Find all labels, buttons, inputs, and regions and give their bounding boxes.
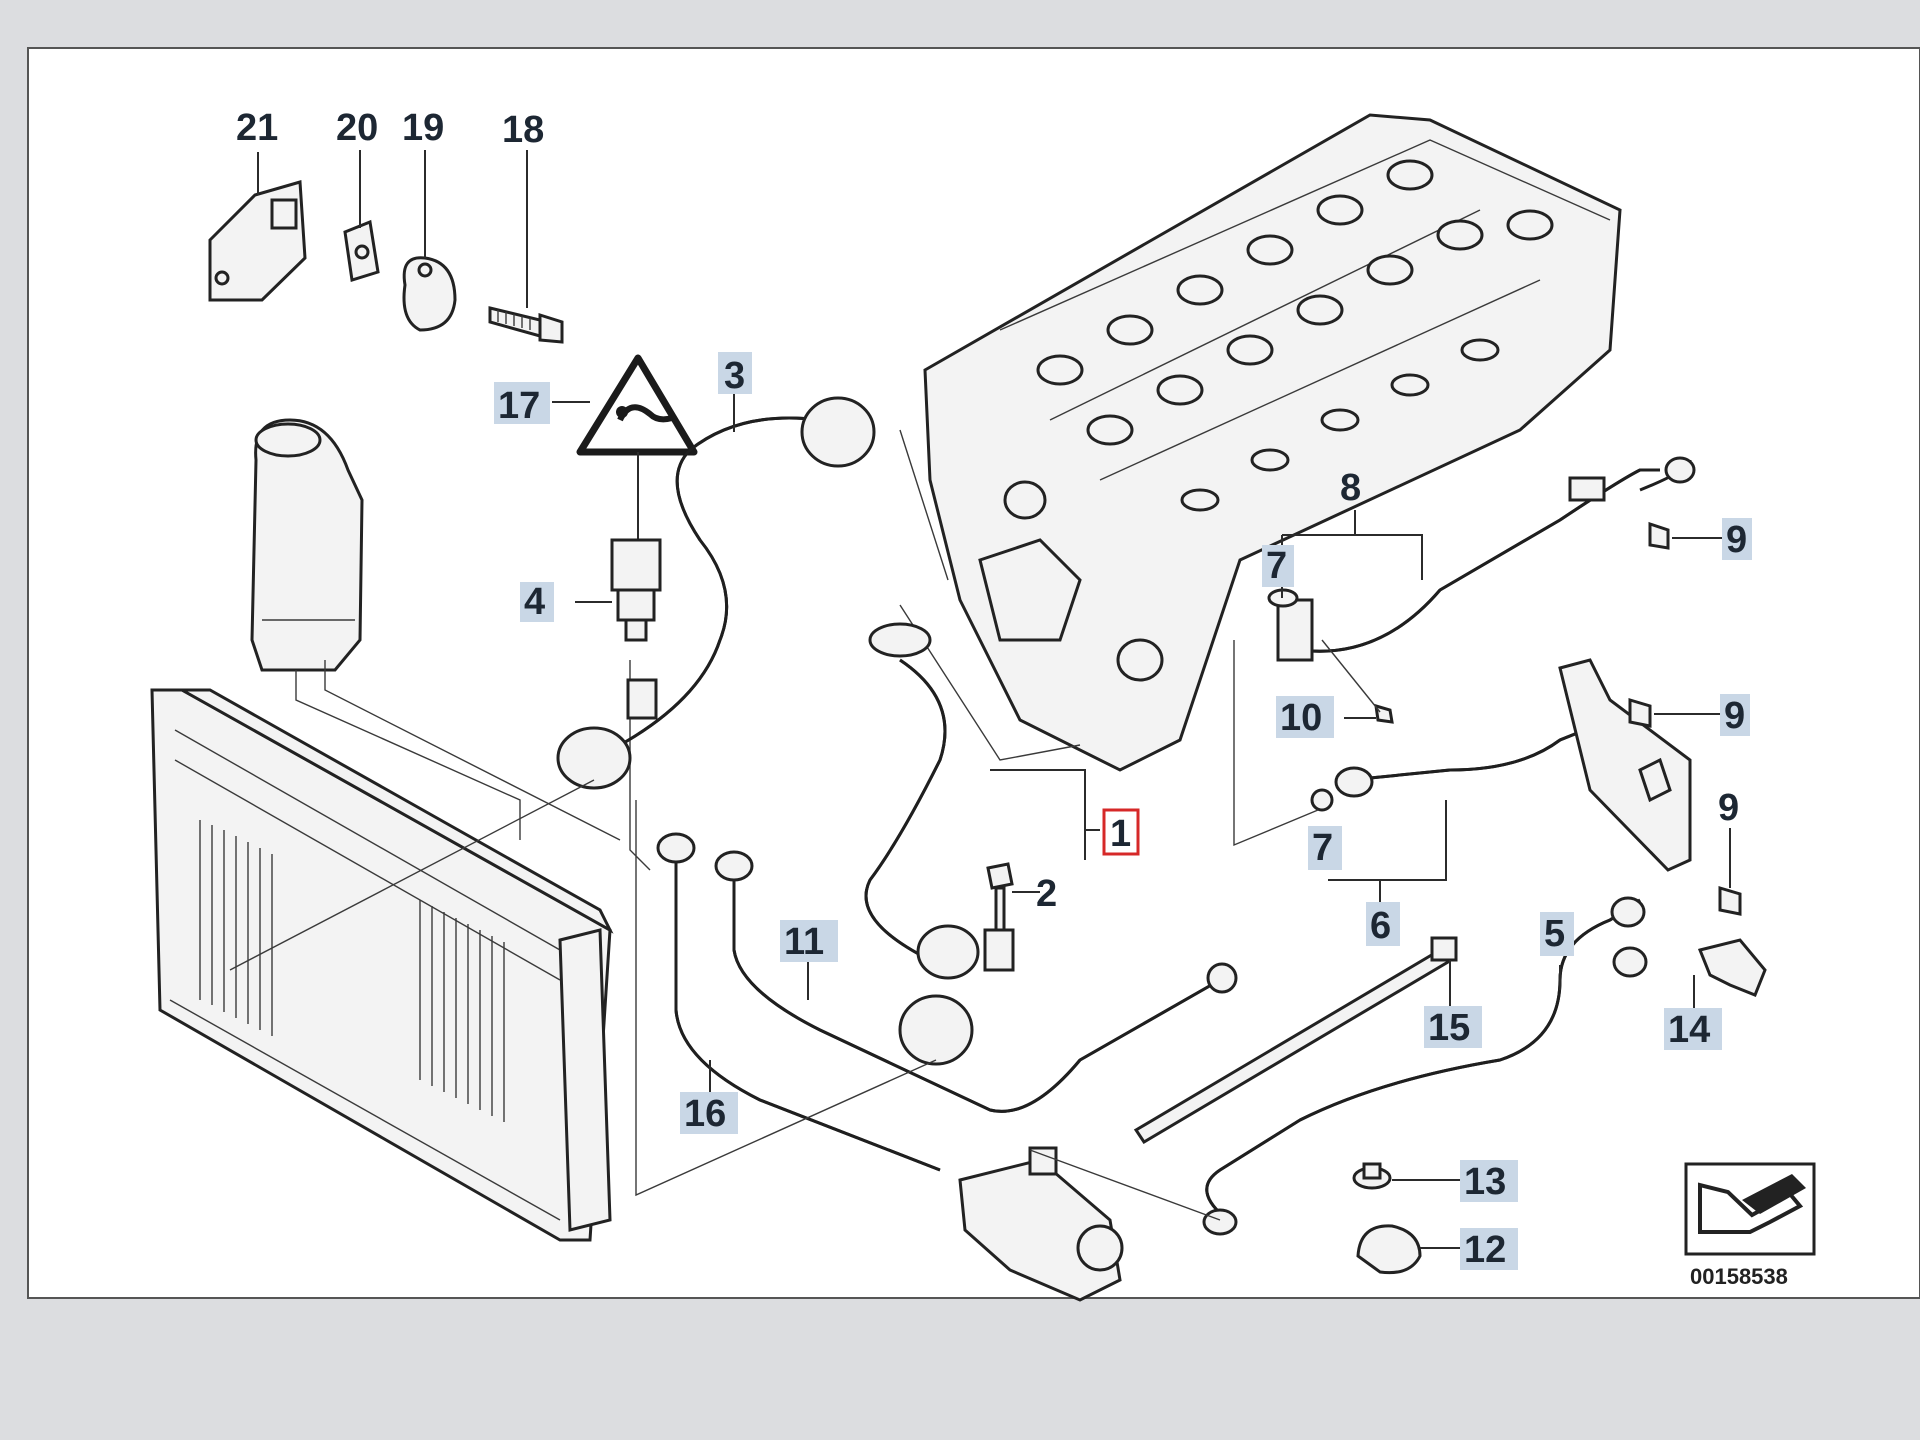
svg-text:10: 10 [1280, 697, 1322, 739]
svg-text:12: 12 [1464, 1229, 1506, 1271]
bracket-17[interactable] [208, 180, 307, 302]
svg-text:13: 13 [1464, 1161, 1506, 1203]
callout-11[interactable]: 11 [780, 920, 838, 963]
svg-text:21: 21 [236, 107, 278, 149]
hose-16[interactable] [656, 832, 941, 1172]
camshaft-bores [1036, 159, 1554, 446]
bracket-mount-right[interactable] [1558, 658, 1692, 872]
catalog-number: 00158538 [1690, 1264, 1788, 1289]
callout-9-lower[interactable]: 9 [1718, 787, 1739, 829]
bolt-9a[interactable] [1648, 521, 1670, 550]
clip-10[interactable] [1374, 703, 1394, 724]
svg-text:20: 20 [336, 107, 378, 149]
svg-text:7: 7 [1312, 827, 1333, 869]
hose-3[interactable] [556, 396, 876, 790]
svg-text:5: 5 [1544, 913, 1565, 955]
callout-6[interactable]: 6 [1366, 902, 1400, 947]
hose-5[interactable] [1202, 896, 1648, 1236]
hose-6[interactable] [1310, 714, 1621, 812]
callout-20[interactable]: 18 [502, 109, 544, 151]
callout-1[interactable]: 1 [1102, 808, 1140, 856]
callout-2[interactable]: 2 [1036, 873, 1057, 915]
svg-text:3: 3 [724, 355, 745, 397]
callout-18[interactable]: 20 [336, 107, 378, 149]
hose-11[interactable] [714, 850, 1238, 1113]
svg-text:1: 1 [1110, 813, 1131, 855]
svg-text:11: 11 [784, 921, 824, 963]
expansion-tank[interactable] [250, 418, 364, 672]
bolt-9c[interactable] [1718, 885, 1742, 916]
water-pump[interactable] [958, 1146, 1124, 1302]
svg-text:9: 9 [1724, 695, 1745, 737]
svg-text:9: 9 [1718, 787, 1739, 829]
callout-3[interactable]: 3 [718, 352, 752, 397]
clip-14[interactable] [1697, 938, 1767, 997]
catalog-arrow-box [1684, 1162, 1816, 1256]
callout-14[interactable]: 14 [1664, 1008, 1722, 1051]
callout-13[interactable]: 13 [1460, 1160, 1518, 1203]
svg-text:4: 4 [524, 581, 545, 623]
bolt-20[interactable] [488, 306, 564, 344]
callout-17[interactable]: 21 [236, 107, 278, 149]
callout-10[interactable]: 10 [1276, 696, 1334, 739]
callout-16[interactable]: 16 [680, 1092, 738, 1135]
callout-4[interactable]: 4 [520, 581, 554, 623]
callout-8[interactable]: 8 [1340, 467, 1361, 509]
hose-8[interactable] [1299, 456, 1696, 653]
clamp-12[interactable] [1356, 1224, 1422, 1275]
svg-text:19: 19 [402, 107, 444, 149]
radiator-fins [199, 820, 505, 1122]
radiator[interactable] [150, 688, 614, 1242]
callout-7-lower[interactable]: 7 [1308, 826, 1342, 870]
callout-9-middle[interactable]: 9 [1720, 694, 1750, 737]
engine-block[interactable] [923, 113, 1622, 772]
svg-text:14: 14 [1668, 1009, 1710, 1051]
svg-text:7: 7 [1266, 545, 1287, 587]
callout-5[interactable]: 5 [1540, 912, 1574, 956]
svg-text:9: 9 [1726, 519, 1747, 561]
svg-text:17: 17 [498, 385, 540, 427]
callout-15[interactable]: 15 [1424, 1006, 1482, 1049]
clip-18[interactable] [343, 219, 380, 282]
svg-text:18: 18 [502, 109, 544, 151]
hose-1[interactable] [864, 622, 1015, 1066]
callout-12[interactable]: 12 [1460, 1228, 1518, 1271]
callout-21[interactable]: 17 [494, 382, 550, 427]
head-gasket-ports [1180, 338, 1500, 512]
diagram-page [27, 47, 1920, 1299]
nut-13[interactable] [1352, 1162, 1392, 1190]
cable-tie-15[interactable] [1133, 936, 1458, 1145]
callout-7-upper[interactable]: 7 [1262, 545, 1294, 587]
temperature-sensor-4[interactable] [610, 538, 662, 642]
svg-text:15: 15 [1428, 1007, 1470, 1049]
svg-text:16: 16 [684, 1093, 726, 1135]
bolt-9b[interactable] [1628, 697, 1652, 728]
screw-2[interactable] [986, 862, 1014, 932]
clamp-19[interactable] [402, 256, 457, 332]
callout-9-top[interactable]: 9 [1722, 518, 1752, 561]
svg-text:2: 2 [1036, 873, 1057, 915]
fitting-7-upper[interactable] [1267, 588, 1314, 662]
callout-19[interactable]: 19 [402, 107, 444, 149]
svg-text:6: 6 [1370, 905, 1391, 947]
svg-text:8: 8 [1340, 467, 1361, 509]
